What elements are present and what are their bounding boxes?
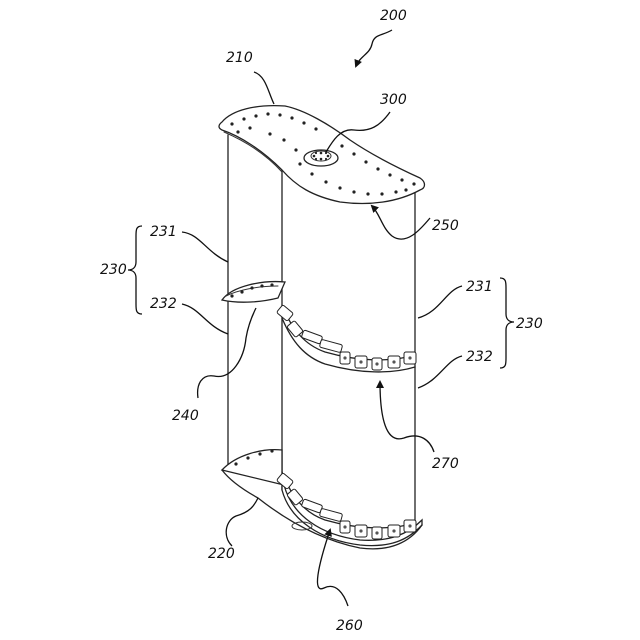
leader-250 (372, 206, 430, 239)
leader-200 (356, 30, 392, 66)
reference-numerals: 200 210 300 250 231 230 232 240 231 230 … (100, 8, 543, 634)
leader-231-right (418, 286, 462, 318)
hub-300 (304, 150, 338, 166)
ref-231-right: 231 (466, 279, 493, 295)
top-plate (219, 106, 425, 204)
ref-300: 300 (380, 92, 407, 108)
leader-220 (226, 498, 258, 546)
middle-joint (222, 282, 416, 372)
ref-220: 220 (208, 546, 235, 562)
ref-240: 240 (172, 408, 199, 424)
ref-231-left: 231 (150, 224, 177, 240)
ref-232-left: 232 (150, 296, 177, 312)
ref-230-right: 230 (516, 316, 543, 332)
ref-210: 210 (226, 50, 253, 66)
leader-240 (198, 308, 256, 398)
middle-connector-links (276, 305, 416, 370)
leader-270 (380, 382, 434, 452)
ref-260: 260 (336, 618, 363, 634)
brace-230-left (128, 226, 142, 314)
leader-231-left (182, 232, 228, 262)
ref-230-left: 230 (100, 262, 127, 278)
middle-flange (222, 282, 285, 303)
bottom-plate (222, 449, 422, 548)
leader-232-right (418, 356, 462, 388)
leader-210 (254, 72, 274, 104)
ref-200: 200 (380, 8, 407, 24)
leader-232-left (182, 304, 228, 334)
leader-lines (128, 30, 514, 606)
ref-232-right: 232 (466, 349, 493, 365)
ref-270: 270 (432, 456, 459, 472)
ref-250: 250 (432, 218, 459, 234)
brace-230-right (500, 278, 514, 368)
